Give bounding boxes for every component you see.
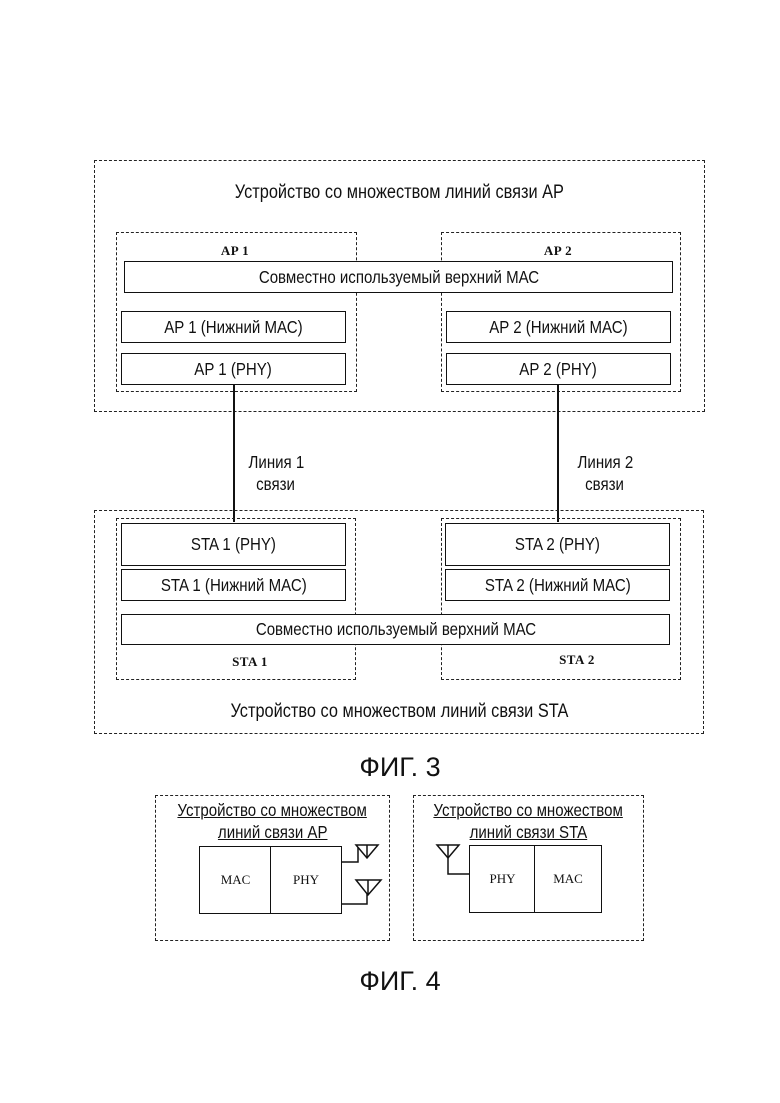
ap-antenna-bottom-icon <box>342 880 381 904</box>
sta-antenna-icon <box>437 845 469 874</box>
ap-antenna-top-icon <box>342 845 378 862</box>
fig4-caption: ФИГ. 4 <box>300 966 500 997</box>
